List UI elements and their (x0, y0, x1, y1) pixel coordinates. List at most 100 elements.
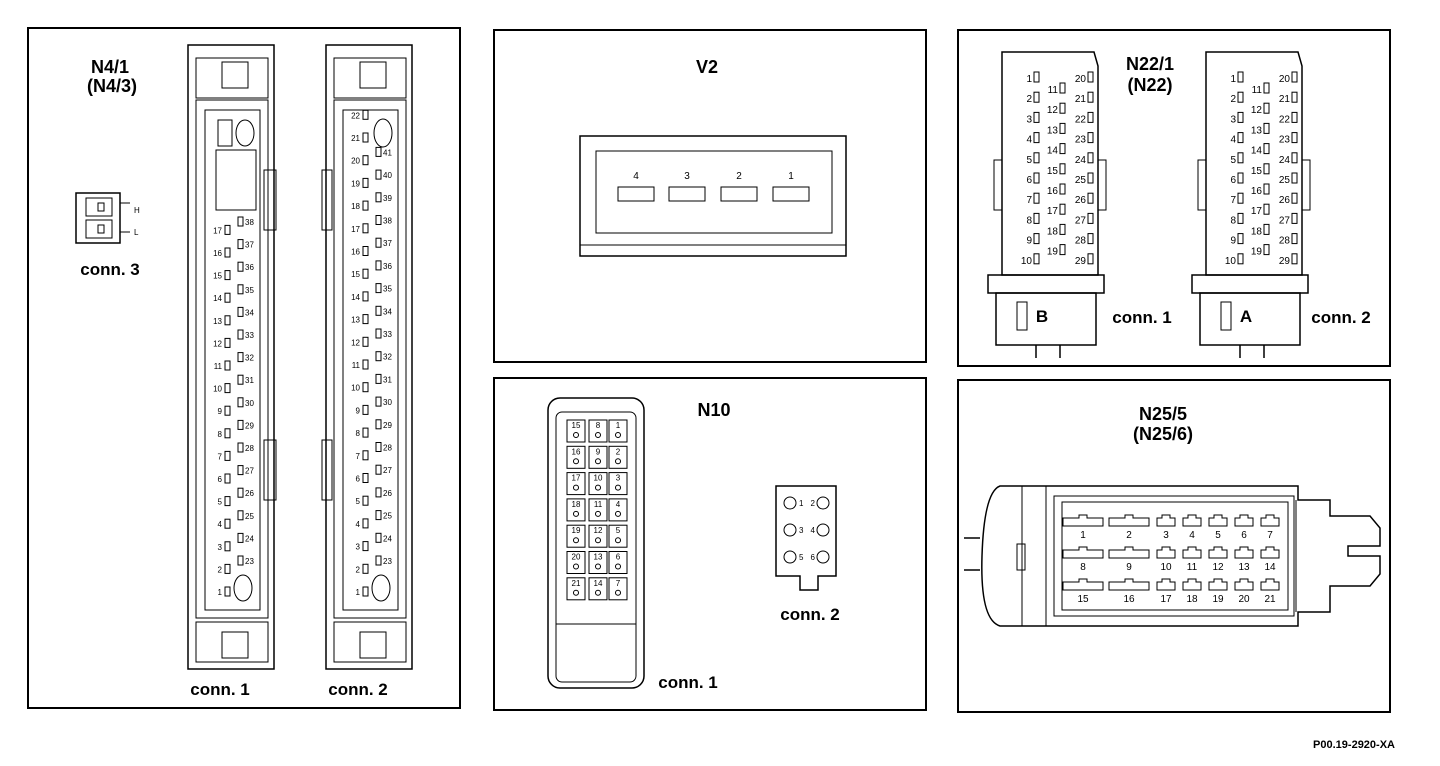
n4-conn2-pin-label: 37 (383, 239, 392, 248)
n22-subtitle: (N22) (1127, 75, 1172, 95)
n4-conn1-pin-label: 34 (245, 308, 254, 317)
n4-conn1-pin-label: 29 (245, 421, 254, 430)
n4-conn2-pin-label: 28 (383, 444, 392, 453)
n22-pin-label: 14 (1251, 146, 1263, 157)
n4-conn2-pin (375, 555, 382, 566)
n25-pin-label: 4 (1189, 530, 1195, 541)
n4-conn2-pin-label: 20 (351, 157, 360, 166)
n10-conn1-pin (615, 510, 621, 517)
n4-conn2-pin-label: 33 (383, 330, 392, 339)
n22-pin-label: 7 (1026, 195, 1032, 206)
n22-pin-label: 22 (1279, 114, 1291, 125)
n22-conn1: B 12345678910111213141516171819202122232… (987, 51, 1172, 358)
n10-conn1-cell (608, 472, 628, 496)
n4-conn1-pin (237, 532, 244, 543)
n4-conn2-pin (375, 237, 382, 248)
n4-conn1-pin (237, 465, 244, 476)
n22-pin-label: 16 (1251, 186, 1263, 197)
n4-conn2-pin (362, 518, 369, 529)
n4-conn2-pin (375, 328, 382, 339)
n4-conn2-pin-label: 6 (356, 475, 361, 484)
n22-pin-label: 6 (1230, 175, 1236, 186)
n22-pin-label: 29 (1075, 256, 1087, 267)
n22-pin-label: 23 (1075, 135, 1087, 146)
n10-conn2-pin-5: 5 (799, 553, 804, 562)
n22-pin (1291, 132, 1298, 144)
n4-conn2-pin-label: 5 (356, 497, 361, 506)
n25-pin-label: 10 (1160, 562, 1172, 573)
n10-conn1-pin (615, 484, 621, 491)
n22-pin (1033, 71, 1040, 83)
n4-conn1-pin (237, 352, 244, 363)
n22-pin-label: 12 (1251, 105, 1263, 116)
n4-conn2-pin (375, 464, 382, 475)
n4-conn2-pin (375, 510, 382, 521)
v2-pins: 4 3 2 1 (617, 171, 810, 202)
n25-pin (1108, 578, 1150, 591)
n4-conn2-pin (362, 268, 369, 279)
n25-pin-label: 8 (1080, 562, 1086, 573)
n4-conn1-pin (237, 397, 244, 408)
n22-pin (1033, 212, 1040, 224)
n4-conn1-pin-label: 1 (218, 588, 223, 597)
n10-conn1-pin (595, 563, 601, 570)
n22-pin-label: 29 (1279, 256, 1291, 267)
n4-conn2-pin-label: 10 (351, 384, 360, 393)
n4-conn2-pin-label: 12 (351, 338, 360, 347)
n25-pin-label: 15 (1077, 594, 1089, 605)
n4-conn1-pin (237, 419, 244, 430)
n10-conn1-pin-label: 21 (572, 579, 581, 588)
n25-pin (1156, 546, 1176, 559)
n10-conn1-label: conn. 1 (658, 673, 718, 692)
n4-conn2-pin-label: 38 (383, 217, 392, 226)
n4-conn2-pin-label: 25 (383, 512, 392, 521)
n22-title: N22/1 (1126, 54, 1174, 74)
n4-conn1-pin-label: 7 (218, 452, 223, 461)
n4-subtitle: (N4/3) (87, 76, 137, 96)
n10-conn2-pin-6: 6 (811, 553, 816, 562)
n10-conn1-cell (588, 472, 608, 496)
n25-pin (1182, 546, 1202, 559)
n10-conn1-pin (615, 458, 621, 465)
n10-conn1-cell (566, 445, 586, 469)
n4-conn2-pin-label: 4 (356, 520, 361, 529)
n25-pin (1062, 514, 1104, 527)
n10-conn1-pin-label: 19 (572, 526, 581, 535)
n4-conn1-pin (224, 586, 231, 597)
n22-pin (1033, 172, 1040, 184)
n22-pin (1033, 111, 1040, 123)
n4-conn1-pin-label: 33 (245, 331, 254, 340)
n25-pin-label: 17 (1160, 594, 1172, 605)
n22-pin (1087, 132, 1094, 144)
n22-pin (1291, 172, 1298, 184)
n22-pin-label: 9 (1230, 236, 1236, 247)
n25-pin (1260, 578, 1280, 591)
n4-conn2-pin-label: 22 (351, 111, 360, 120)
n22-pin (1087, 192, 1094, 204)
n22-pin-label: 4 (1230, 135, 1236, 146)
n10-conn2-pin-1: 1 (799, 499, 804, 508)
n4-conn1-pin-label: 30 (245, 399, 254, 408)
n22-pin-label: 8 (1230, 215, 1236, 226)
n4-conn2-pin-label: 32 (383, 353, 392, 362)
n4-conn2-pin-label: 18 (351, 202, 360, 211)
n4-conn2-pin (362, 404, 369, 415)
n25-pin-label: 16 (1123, 594, 1135, 605)
n10-conn1-pin (615, 537, 621, 544)
n22-pin (1059, 223, 1066, 235)
n10-conn1-cell (608, 577, 628, 601)
n22-pin (1291, 71, 1298, 83)
n4-conn1-label: conn. 1 (190, 680, 250, 699)
n22-pin-label: 10 (1225, 256, 1237, 267)
n22-pin-label: 4 (1026, 135, 1032, 146)
n22-pin-label: 7 (1230, 195, 1236, 206)
n4-conn2-pin-label: 13 (351, 316, 360, 325)
n4-conn2-pin-label: 34 (383, 307, 392, 316)
n25-pin (1208, 514, 1228, 527)
n22-pin-label: 8 (1026, 215, 1032, 226)
n4-conn2-pin (375, 146, 382, 157)
n4-conn2-pins: 1234567891011121314151617181920212223242… (351, 109, 392, 597)
n10-conn1-pin-label: 3 (616, 474, 621, 483)
n22-pin (1033, 233, 1040, 245)
